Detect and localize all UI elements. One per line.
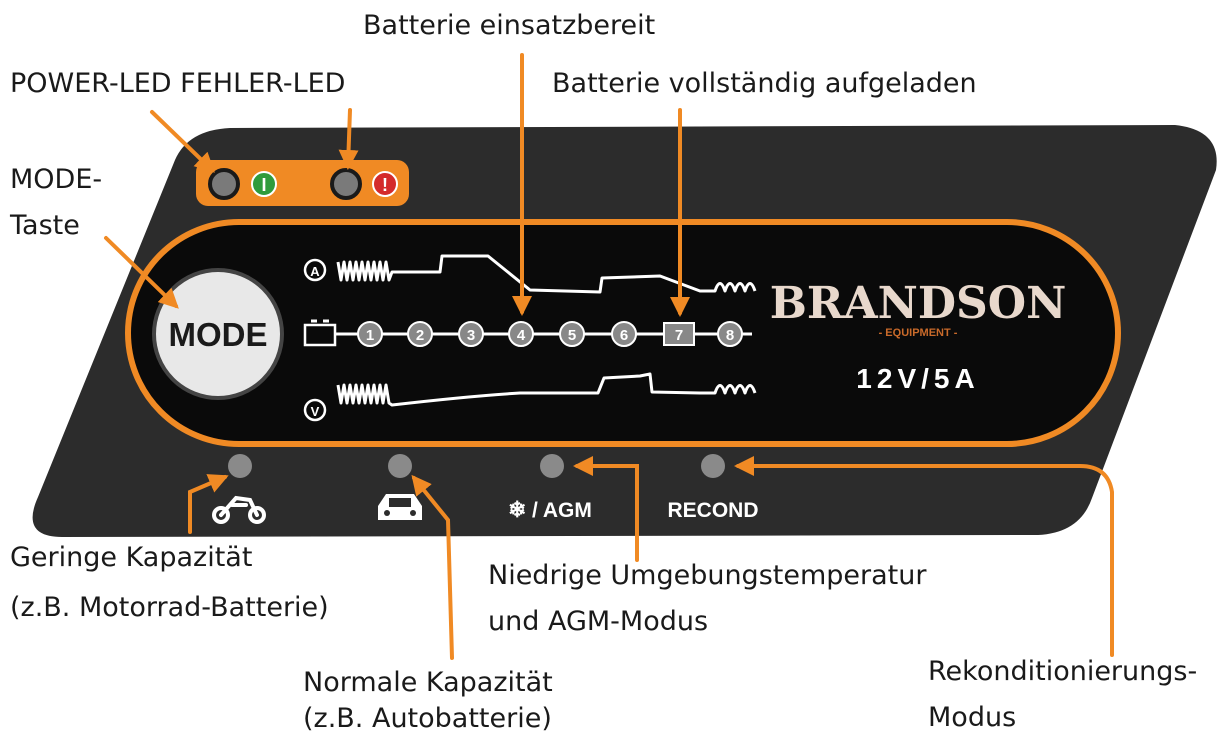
brand-name: BRANDSON (770, 278, 1067, 329)
fault-symbol-icon (372, 171, 398, 197)
led-motorcycle (228, 454, 252, 478)
led-car (388, 454, 412, 478)
callout-mode-line1: MODE- (10, 164, 103, 195)
volt-icon (303, 398, 327, 422)
callout-power-fehler-led: POWER-LED FEHLER-LED (10, 68, 346, 99)
arrow-normale (411, 474, 454, 660)
callout-geringe-line1: Geringe Kapazität (10, 542, 253, 573)
stage-8-label: 8 (726, 327, 734, 344)
stage-7-label: 7 (675, 327, 683, 344)
stage-4-label: 4 (517, 327, 526, 344)
led-recond (701, 454, 725, 478)
stage-6 (611, 321, 637, 347)
brand-sub: - EQUIPMENT - (879, 327, 958, 339)
arrow-mode (104, 236, 179, 309)
motorcycle-icon (212, 495, 266, 524)
arrow-fehler-led (338, 108, 359, 170)
snowflake-icon: ❄ (508, 497, 526, 522)
stage-7 (663, 322, 695, 346)
ampere-icon (303, 258, 327, 282)
voltage-curve (336, 372, 757, 407)
volt-symbol: V (311, 404, 320, 419)
callout-rekond-line2: Modus (928, 702, 1017, 733)
callout-arrows (104, 53, 1114, 660)
stage-8 (717, 321, 743, 347)
mode-button[interactable] (152, 268, 284, 400)
stage-2 (407, 321, 433, 347)
callout-geringe-line2: (z.B. Motorrad-Batterie) (10, 592, 329, 623)
power-symbol: I (261, 175, 266, 195)
power-led (208, 168, 240, 200)
stage-2-label: 2 (416, 327, 424, 344)
ampere-symbol: A (310, 264, 320, 279)
recond-label: RECOND (667, 499, 758, 522)
callout-niedrige-line2: und AGM-Modus (488, 606, 709, 637)
rating: 12V/5A (856, 363, 979, 394)
power-symbol-icon (251, 171, 277, 197)
stage-5-label: 5 (568, 327, 576, 344)
callout-niedrige-line1: Niedrige Umgebungstemperatur (488, 560, 927, 591)
mode-button-label: MODE (169, 316, 268, 353)
callout-batterie-einsatzbereit: Batterie einsatzbereit (363, 10, 656, 41)
stage-5 (559, 321, 585, 347)
callout-normale-line2: (z.B. Autobatterie) (303, 703, 552, 734)
arrow-rekond (734, 456, 1114, 657)
led-agm (540, 454, 564, 478)
fault-symbol: ! (382, 175, 388, 195)
ampere-curve (336, 254, 757, 294)
callout-rekond-line1: Rekonditionierungs- (928, 656, 1198, 687)
arrow-power-led (150, 110, 215, 173)
callout-normale-line1: Normale Kapazität (303, 667, 553, 698)
stage-1-label: 1 (366, 327, 374, 344)
fault-led (330, 168, 362, 200)
arrow-niedrige (573, 456, 639, 562)
agm-label: / AGM (532, 499, 592, 522)
car-icon (378, 494, 422, 520)
stage-6-label: 6 (620, 327, 628, 344)
stage-3-label: 3 (467, 327, 475, 344)
stage-markers: 1 2 3 4 5 6 7 8 (357, 321, 743, 347)
stage-3 (458, 321, 484, 347)
stage-4 (508, 321, 534, 347)
callout-mode-line2: Taste (10, 210, 80, 241)
arrow-geringe (188, 474, 229, 534)
stage-1 (357, 321, 383, 347)
callout-batterie-vollstaendig: Batterie vollständig aufgeladen (552, 68, 977, 99)
